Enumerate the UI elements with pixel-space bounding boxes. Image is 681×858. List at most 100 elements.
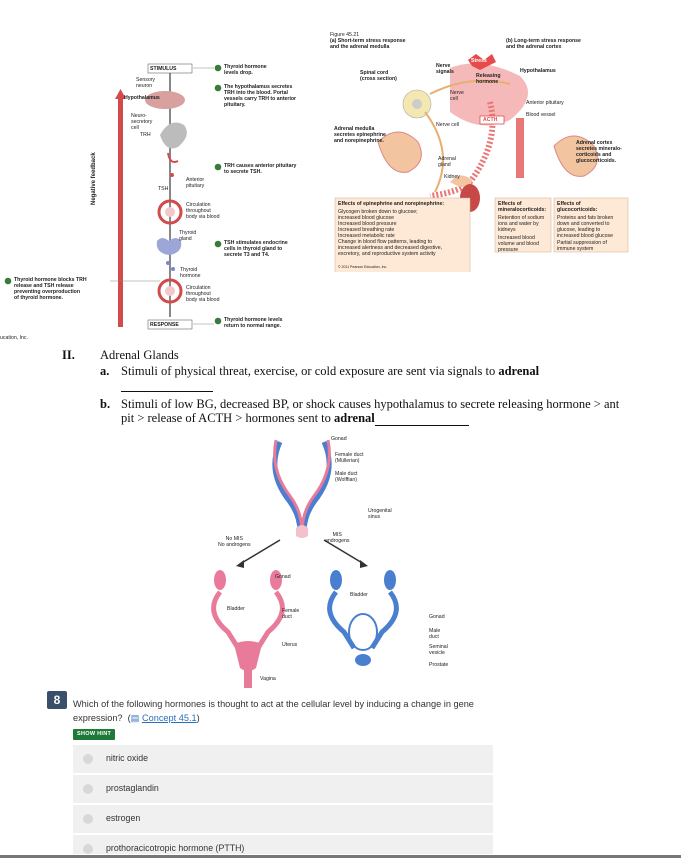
blank-line-b[interactable] xyxy=(374,414,469,426)
answer-option-label: prostaglandin xyxy=(106,783,159,793)
negative-feedback-label: Negative feedback xyxy=(91,152,97,205)
answer-option[interactable]: nitric oxide xyxy=(73,745,493,774)
effects-gluc-title: Effects of glucocorticoids: xyxy=(557,201,598,213)
adrenal-figure-graphics xyxy=(334,54,629,272)
urogenital-sinus-label: Urogenital sinus xyxy=(368,508,392,520)
thyroid-step-1: Thyroid hormone levels drop. xyxy=(224,64,267,76)
male-duct-2-label: Male duct xyxy=(429,628,441,640)
item-b-text: pit > release of ACTH > hormones sent to xyxy=(121,411,331,425)
acth-label: ACTH xyxy=(483,117,498,123)
section-numeral: II. xyxy=(62,348,75,362)
question-number-badge: 8 xyxy=(47,691,67,709)
effects-min-item: Retention of sodium ions and water by ki… xyxy=(498,215,545,233)
hypothalamus-label-adrenal: Hypothalamus xyxy=(520,68,556,74)
effects-min-title: Effects of mineralocorticoids: xyxy=(498,201,547,213)
adrenal-medulla-label: Adrenal medulla secretes epinephrine and… xyxy=(334,126,386,144)
sensory-neuron-label: Sensory neuron xyxy=(136,77,156,89)
effects-gluc-item: Partial suppression of immune system xyxy=(557,240,607,252)
item-a-label: a. xyxy=(100,364,110,378)
thyroid-step-5: Thyroid hormone levels return to normal … xyxy=(224,317,283,329)
thyroid-step-2: The hypothalamus secretes TRH into the b… xyxy=(224,84,297,108)
item-a-bold: adrenal xyxy=(498,364,540,378)
item-a: Stimuli of physical threat, exercise, or… xyxy=(121,364,539,379)
radio-button[interactable] xyxy=(83,784,93,794)
item-b-bold: adrenal xyxy=(334,411,375,425)
radio-button[interactable] xyxy=(83,844,93,854)
thyroid-step-3: TRH causes anterior pituitary to secrete… xyxy=(224,163,297,175)
gonad-left-label: Gonad xyxy=(275,574,291,580)
bladder-left-label: Bladder xyxy=(227,606,245,612)
thyroid-step-4: TSH stimulates endocrine cells in thyroi… xyxy=(224,240,288,258)
female-duct-2-label: Female duct xyxy=(282,608,300,620)
adrenal-cortex-label: Adrenal cortex secretes mineralo- cortic… xyxy=(576,140,622,164)
anterior-pituitary-label-adrenal: Anterior pituitary xyxy=(526,100,564,106)
answer-option-label: prothoracicotropic hormone (PTTH) xyxy=(106,843,245,853)
effects-gluc-item: Proteins and fats broken down and conver… xyxy=(557,215,614,239)
hypothalamus-label: Hypothalamus xyxy=(124,95,160,101)
gonad-label: Gonad xyxy=(331,436,347,442)
anterior-pituitary-label: Anterior pituitary xyxy=(186,177,205,189)
effects-min-item: Increased blood volume and blood pressur… xyxy=(498,235,539,253)
adrenal-stress-figure: Figure 45.21 (a) Short-term stress respo… xyxy=(330,32,630,272)
effects-epi-item: Increased metabolic rate xyxy=(338,233,395,239)
figure-number: Figure 45.21 xyxy=(330,32,360,38)
nerve-cell-label-2: Nerve cell xyxy=(436,122,460,128)
question-body: Which of the following hormones is thoug… xyxy=(73,699,474,723)
prostate-label: Prostate xyxy=(429,662,449,668)
kidney-label: Kidney xyxy=(444,174,460,180)
answer-option[interactable]: prostaglandin xyxy=(73,775,493,804)
answer-option[interactable]: estrogen xyxy=(73,805,493,834)
thyroid-step-6: Thyroid hormone blocks TRH release and T… xyxy=(14,277,87,301)
vagina-label: Vagina xyxy=(260,676,276,682)
releasing-hormone-label: Releasing hormone xyxy=(476,73,501,85)
radio-button[interactable] xyxy=(83,814,93,824)
adrenal-gland-label: Adrenal gland xyxy=(438,156,456,168)
radio-button[interactable] xyxy=(83,754,93,764)
uterus-label: Uterus xyxy=(282,642,298,648)
thyroid-gland-label: Thyroid gland xyxy=(179,230,197,242)
stimulus-label: STIMULUS xyxy=(150,66,177,72)
item-b-label: b. xyxy=(100,397,111,411)
stress-label: Stress xyxy=(471,58,487,64)
circulation-label-1: Circulation throughout body via blood xyxy=(186,202,220,220)
tsh-label: TSH xyxy=(158,186,169,192)
trh-label: TRH xyxy=(140,132,151,138)
item-a-text: Stimuli of physical threat, exercise, or… xyxy=(121,364,496,378)
item-b-line-2: pit > release of ACTH > hormones sent to… xyxy=(121,411,469,426)
answer-option-label: estrogen xyxy=(106,813,141,823)
answer-option[interactable]: prothoracicotropic hormone (PTTH) xyxy=(73,835,493,855)
effects-epi-item: Glycogen broken down to glucose; increas… xyxy=(338,209,418,221)
response-label: RESPONSE xyxy=(150,322,179,328)
thyroid-hormone-label: Thyroid hormone xyxy=(180,267,201,279)
repro-figure-graphics xyxy=(211,439,399,688)
female-duct-label: Female duct (Müllerian) xyxy=(335,452,364,464)
effects-epi-item: Change in blood flow patterns, leading t… xyxy=(338,239,443,257)
seminal-vesicle-label: Seminal vesicle xyxy=(429,644,448,656)
gonad-right-label: Gonad xyxy=(429,614,445,620)
bladder-right-label: Bladder xyxy=(350,592,368,598)
answer-option-label: nitric oxide xyxy=(106,753,149,763)
bottom-scrollbar[interactable] xyxy=(0,855,681,858)
question-text: Which of the following hormones is thoug… xyxy=(73,699,474,723)
section-heading: Adrenal Glands xyxy=(100,348,179,362)
title-long-term: (b) Long-term stress response and the ad… xyxy=(506,38,581,50)
no-mis-label: No MIS No androgens xyxy=(218,536,251,548)
thyroid-regulation-figure: STIMULUS RESPONSE Thyroid hormone levels… xyxy=(0,55,318,345)
neurosecretory-label: Neuro- secretory cell xyxy=(131,113,153,131)
effects-epi-item: Increased breathing rate xyxy=(338,227,395,233)
effects-epi-item: Increased blood pressure xyxy=(338,221,397,227)
nerve-cell-label-1: Nerve cell xyxy=(450,90,464,102)
thyroid-figure-graphics xyxy=(4,63,222,330)
show-hint-button[interactable]: SHOW HINT xyxy=(73,729,116,740)
concept-icon: ▤ xyxy=(130,713,140,723)
title-short-term: (a) Short-term stress response and the a… xyxy=(330,38,406,50)
effects-epi-title: Effects of epinephrine and norepinephrin… xyxy=(338,201,445,207)
publisher-crop: ucation, Inc. xyxy=(0,335,28,341)
male-duct-wolffian-label: Male duct (Wolffian) xyxy=(335,471,358,483)
item-b-line-1: Stimuli of low BG, decreased BP, or shoc… xyxy=(121,397,620,411)
copyright: © 2011 Pearson Education, Inc. xyxy=(338,265,388,269)
blank-line-a[interactable] xyxy=(121,380,213,392)
reproductive-development-figure: Gonad Female duct (Müllerian) Male duct … xyxy=(200,432,500,690)
blood-vessel-label: Blood vessel xyxy=(526,112,556,118)
concept-link[interactable]: Concept 45.1 xyxy=(141,713,197,723)
